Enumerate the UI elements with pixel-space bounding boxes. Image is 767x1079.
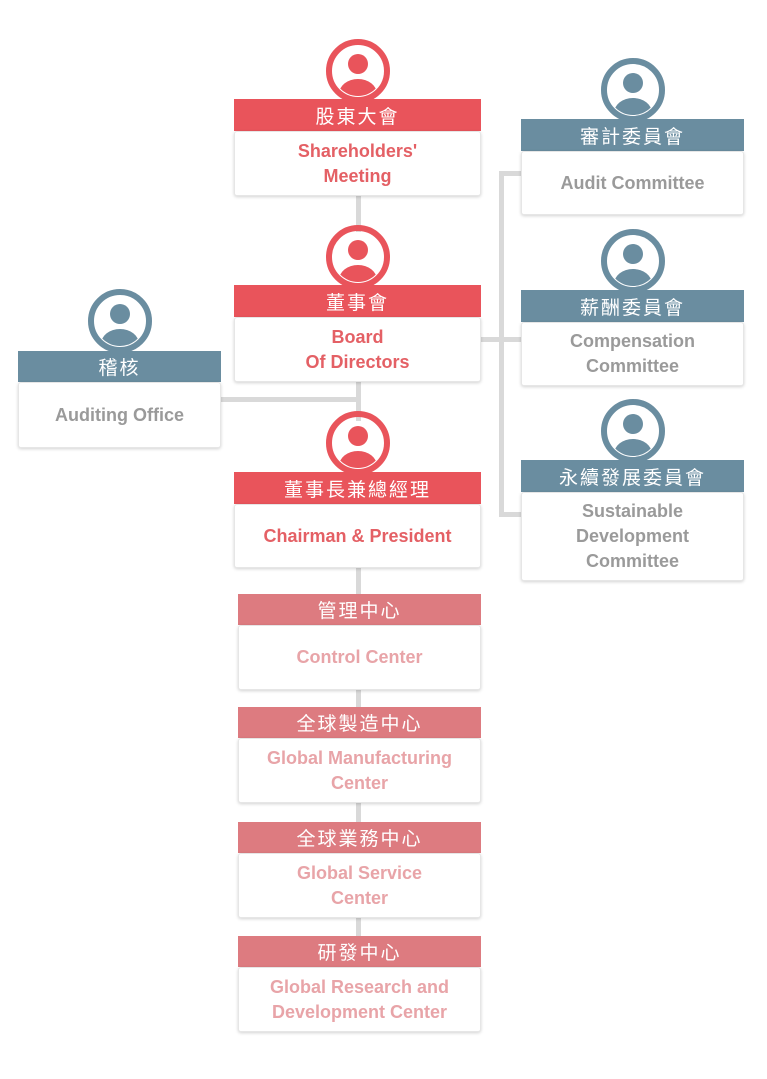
connector-compensation xyxy=(499,337,523,342)
node-auditing-office: 稽核 Auditing Office xyxy=(18,288,221,450)
node-body: Board Of Directors xyxy=(234,317,481,382)
node-global-research-development-center: 研發中心 Global Research and Development Cen… xyxy=(238,936,481,1033)
connector-chairman-control xyxy=(356,567,361,595)
node-sustainable-development-committee: 永續發展委員會 Sustainable Development Committe… xyxy=(521,398,744,584)
node-body: Chairman & President xyxy=(234,504,481,568)
node-title-zh: 股東大會 xyxy=(234,99,481,131)
node-body: Global Manufacturing Center xyxy=(238,738,481,803)
node-title-en: Global Service Center xyxy=(296,862,423,908)
node-body: Compensation Committee xyxy=(521,322,744,386)
person-icon xyxy=(325,411,390,475)
node-body: Audit Committee xyxy=(521,151,744,215)
node-compensation-committee: 薪酬委員會 Compensation Committee xyxy=(521,228,744,388)
node-body: Global Research and Development Center xyxy=(238,967,481,1032)
node-title-en: Control Center xyxy=(296,647,423,667)
node-title-zh: 管理中心 xyxy=(238,594,481,625)
connector-service-research xyxy=(356,918,361,937)
node-title-zh: 董事會 xyxy=(234,285,481,317)
node-title-zh: 董事長兼總經理 xyxy=(234,472,481,504)
node-title-zh: 研發中心 xyxy=(238,936,481,967)
node-title-en: Global Manufacturing Center xyxy=(266,747,452,793)
node-title-zh: 永續發展委員會 xyxy=(521,460,744,492)
person-icon xyxy=(600,58,665,122)
node-title-zh: 薪酬委員會 xyxy=(521,290,744,322)
connector-sustainable xyxy=(499,512,523,517)
node-shareholders-meeting: 股東大會 Shareholders' Meeting xyxy=(234,38,481,198)
node-title-en: Shareholders' Meeting xyxy=(297,140,418,186)
node-title-en: Audit Committee xyxy=(560,172,705,193)
person-icon xyxy=(325,225,390,289)
node-title-zh: 稽核 xyxy=(18,351,221,382)
person-icon xyxy=(87,289,152,353)
node-body: Shareholders' Meeting xyxy=(234,131,481,196)
person-icon xyxy=(600,229,665,293)
node-body: Auditing Office xyxy=(18,382,221,448)
node-board-of-directors: 董事會 Board Of Directors xyxy=(234,224,481,384)
connector-audit-committee xyxy=(499,171,523,176)
node-body: Global Service Center xyxy=(238,853,481,918)
node-title-en: Global Research and Development Center xyxy=(269,976,450,1022)
node-global-manufacturing-center: 全球製造中心 Global Manufacturing Center xyxy=(238,707,481,804)
node-title-zh: 全球製造中心 xyxy=(238,707,481,738)
node-title-en: Compensation Committee xyxy=(569,331,695,376)
connector-shareholders-board xyxy=(356,196,361,232)
person-icon xyxy=(325,39,390,103)
node-title-en: Board Of Directors xyxy=(305,326,410,372)
node-title-en: Chairman & President xyxy=(263,525,452,546)
node-title-en: Auditing Office xyxy=(55,404,184,425)
connector-board-committees xyxy=(480,337,502,342)
node-title-en: Sustainable Development Committee xyxy=(575,501,690,571)
connector-control-manufacturing xyxy=(356,689,361,708)
node-global-service-center: 全球業務中心 Global Service Center xyxy=(238,822,481,919)
connector-auditing xyxy=(220,397,360,402)
person-icon xyxy=(600,399,665,463)
node-control-center: 管理中心 Control Center xyxy=(238,594,481,691)
connector-manufacturing-service xyxy=(356,802,361,823)
node-chairman-president: 董事長兼總經理 Chairman & President xyxy=(234,410,481,570)
node-body: Sustainable Development Committee xyxy=(521,492,744,581)
node-audit-committee: 審計委員會 Audit Committee xyxy=(521,57,744,217)
node-title-zh: 審計委員會 xyxy=(521,119,744,151)
connector-committees-vertical xyxy=(499,171,504,517)
node-body: Control Center xyxy=(238,625,481,690)
node-title-zh: 全球業務中心 xyxy=(238,822,481,853)
